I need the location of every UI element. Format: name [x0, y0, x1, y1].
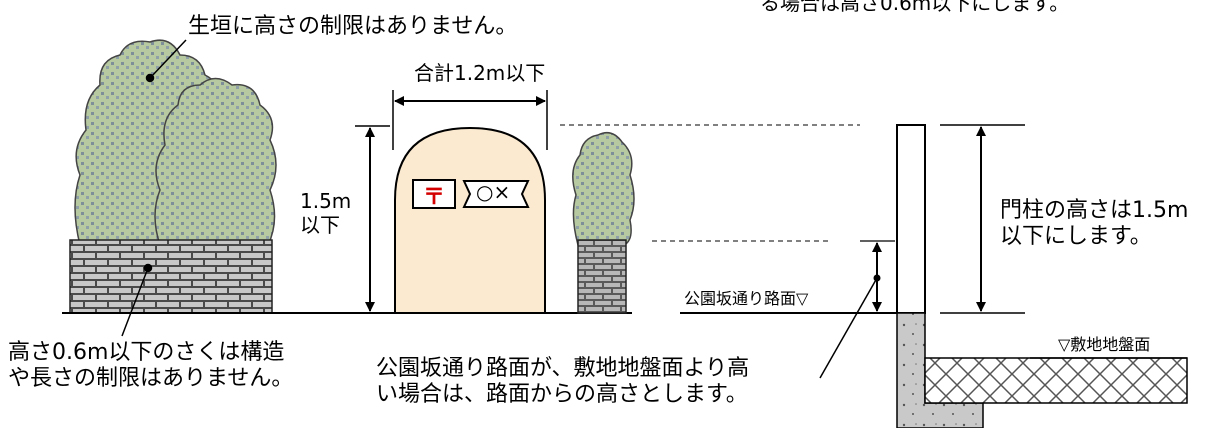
- fence-note-line-2: や長さの制限はありません。: [8, 365, 294, 391]
- gatepost-note-line-1: 門柱の高さは1.5m: [1000, 198, 1189, 223]
- fence-note-line-1: 高さ0.6m以下のさくは構造: [8, 340, 285, 365]
- hedge-bushes: [74, 39, 277, 246]
- road-height-note: 公園坂通り路面が、敷地地盤面より高 い場合は、路面からの高さとします。: [376, 356, 749, 408]
- road-height-note-line-2: い場合は、路面からの高さとします。: [376, 381, 748, 407]
- name-plate-symbols: ○×: [476, 180, 511, 204]
- clipped-top-note: る場合は高さ0.6m以下にします。: [760, 0, 1070, 15]
- gatepost-note: 門柱の高さは1.5m 以下にします。: [1000, 198, 1188, 250]
- width-dimension: [392, 90, 548, 150]
- leader-lines: [121, 39, 878, 379]
- hedge-note: 生垣に高さの制限はありません。: [188, 14, 518, 39]
- brick-wall: [69, 239, 273, 314]
- height-limit-line-1: 1.5m: [300, 189, 352, 213]
- gatepost-height-dimension: [355, 125, 390, 314]
- road-height-dimension: [860, 240, 895, 312]
- brick-pillar: [577, 239, 627, 314]
- postal-mark-box: [412, 179, 456, 209]
- fence-note: 高さ0.6m以下のさくは構造 や長さの制限はありません。: [8, 340, 293, 392]
- gate-post: [394, 126, 546, 314]
- site-ground-hatch: [924, 357, 1188, 404]
- gatepost-right: [896, 124, 926, 314]
- name-plate: [462, 180, 530, 208]
- postal-mark-icon: 〒: [423, 185, 446, 210]
- total-width-label: 合計1.2m以下: [414, 61, 546, 85]
- road-surface-label: 公園坂通り路面▽: [684, 289, 809, 308]
- gatepost-note-line-2: 以下にします。: [1000, 223, 1152, 249]
- height-limit-label: 1.5m 以下: [300, 189, 352, 237]
- site-ground-label: ▽敷地地盤面: [1058, 335, 1151, 354]
- right-height-dimension: [940, 124, 1025, 314]
- road-height-note-line-1: 公園坂通り路面が、敷地地盤面より高: [376, 356, 750, 381]
- small-hedge: [572, 131, 635, 246]
- height-limit-line-2: 以下: [300, 212, 340, 237]
